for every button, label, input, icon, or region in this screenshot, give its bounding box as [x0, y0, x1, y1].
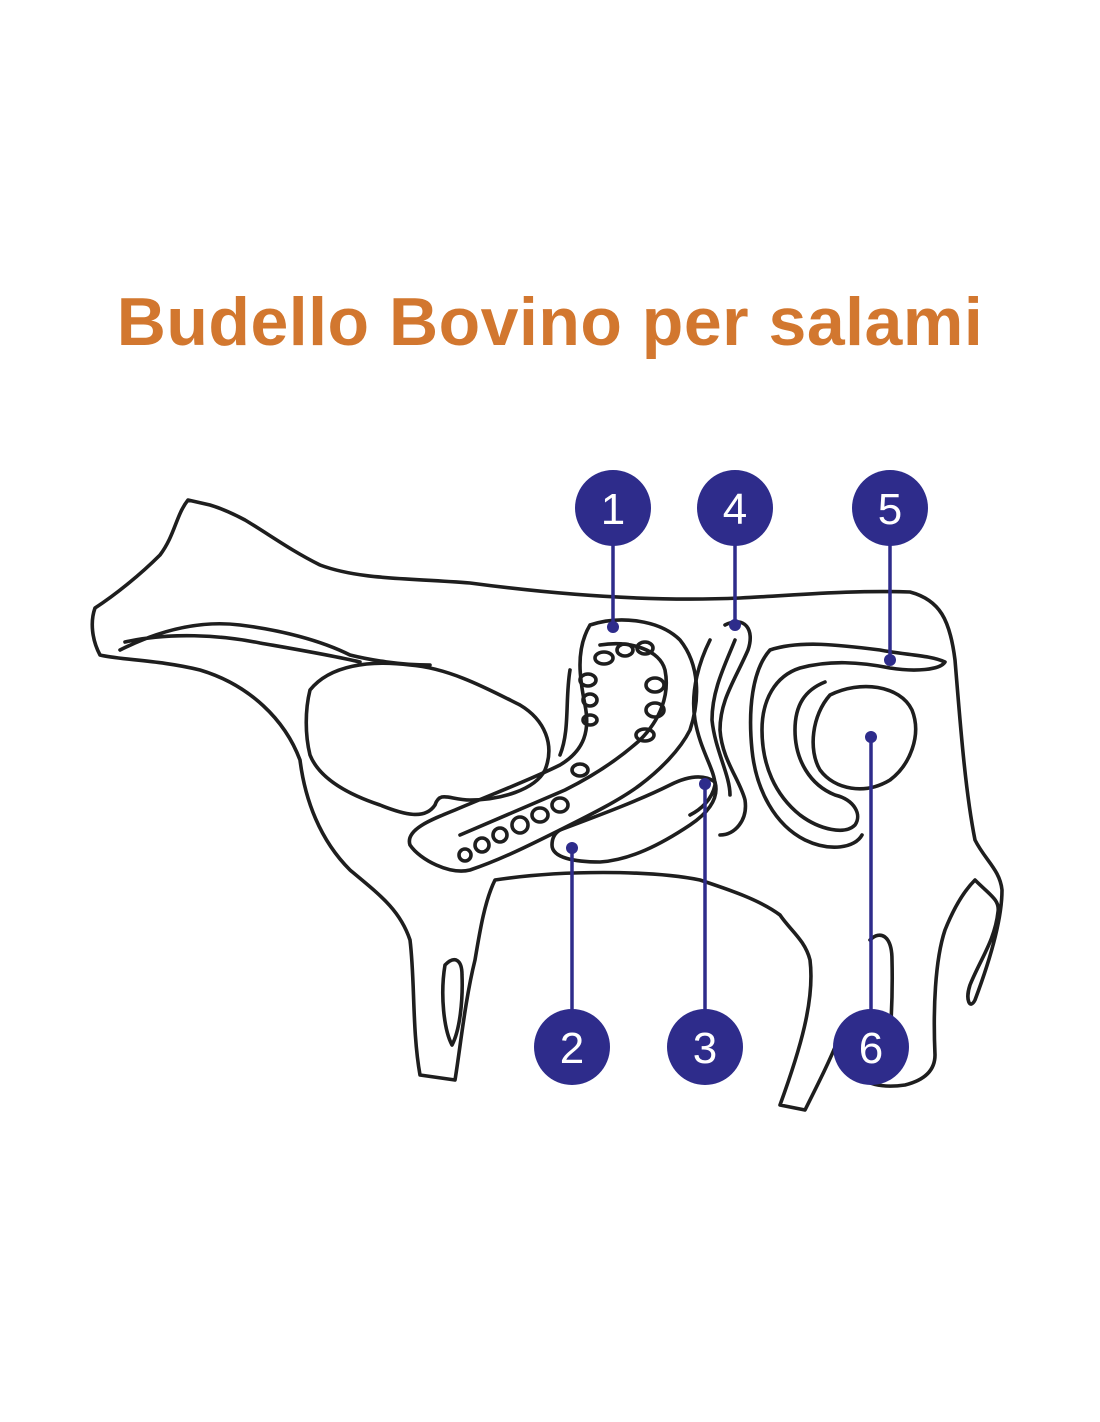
dot-2 [566, 842, 578, 854]
marker-6: 6 [833, 1009, 909, 1085]
svg-text:6: 6 [859, 1024, 883, 1073]
lung-outline [304, 661, 551, 817]
leader-lines [570, 540, 892, 1010]
marker-5: 5 [852, 470, 928, 546]
marker-1: 1 [575, 470, 651, 546]
front-leg-inner [440, 958, 464, 1047]
svg-text:5: 5 [878, 485, 902, 534]
intestine-coil-outline [407, 618, 699, 873]
svg-text:1: 1 [601, 485, 625, 534]
dot-3 [699, 778, 711, 790]
dot-6 [865, 731, 877, 743]
intestine-segments [457, 640, 666, 863]
dot-5 [884, 654, 896, 666]
svg-text:3: 3 [693, 1024, 717, 1073]
marker-3: 3 [667, 1009, 743, 1085]
leader-dots [566, 619, 896, 854]
colon-loop-outline [688, 620, 752, 837]
esophagus-outline [118, 621, 432, 667]
svg-text:4: 4 [723, 485, 747, 534]
dot-4 [729, 619, 741, 631]
intestine-inner-outline [458, 641, 668, 837]
marker-4: 4 [697, 470, 773, 546]
large-intestine-outline [748, 642, 947, 849]
dot-1 [607, 621, 619, 633]
lower-loop-outline [550, 775, 718, 864]
svg-text:2: 2 [560, 1024, 584, 1073]
marker-2: 2 [534, 1009, 610, 1085]
bladder-outline [811, 684, 918, 791]
page-title: Budello Bovino per salami [116, 284, 984, 360]
